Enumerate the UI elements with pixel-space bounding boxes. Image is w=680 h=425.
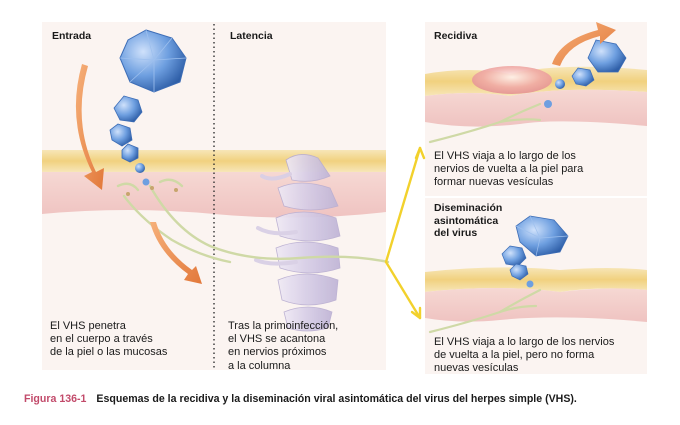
virus-entrada	[109, 29, 187, 186]
text-entrada: El VHS penetra en el cuerpo a través de …	[50, 320, 167, 360]
title-recidiva: Recidiva	[434, 30, 478, 42]
spinal-column	[254, 154, 341, 332]
text-recidiva-line-2: nervios de vuelta a la piel para	[434, 163, 584, 176]
text-diseminacion-line-1: El VHS viaja a lo largo de los nervios	[434, 336, 615, 348]
virus-diseminacion	[501, 215, 569, 288]
text-diseminacion-line-3: nuevas vesículas	[434, 362, 519, 375]
text-diseminacion: El VHS viaja a lo largo de los nervios d…	[434, 336, 614, 376]
text-recidiva-line-3: formar nuevas vesículas	[434, 176, 554, 189]
caption-text: Esquemas de la recidiva y la diseminació…	[96, 393, 577, 405]
nerve-fibers-left	[116, 178, 390, 264]
title-diseminacion: Diseminación asintomática del virus	[434, 202, 502, 240]
nerve-dots-left	[126, 186, 178, 196]
skin-diseminacion	[425, 267, 647, 292]
caption-label: Figura 136-1	[24, 393, 87, 405]
title-diseminacion-line-2: asintomática	[434, 214, 499, 227]
text-recidiva: El VHS viaja a lo largo de los nervios d…	[434, 150, 583, 190]
title-diseminacion-line-3: del virus	[434, 227, 478, 240]
virus-recidiva	[544, 39, 627, 108]
text-latencia-line-3: en nervios próximos	[228, 346, 327, 359]
nerve-diseminacion	[428, 288, 542, 334]
dermis-recidiva	[425, 89, 647, 127]
title-diseminacion-line-1: Diseminación	[434, 202, 503, 214]
text-recidiva-line-1: El VHS viaja a lo largo de los	[434, 150, 576, 162]
nerve-recidiva	[428, 102, 542, 144]
vesicle	[472, 66, 552, 94]
text-latencia-line-4: a la columna	[228, 359, 291, 372]
text-latencia-line-1: Tras la primoinfección,	[228, 320, 339, 332]
arrow-recidiva-up	[552, 22, 616, 66]
text-entrada-line-3: de la piel o las mucosas	[50, 346, 168, 359]
text-diseminacion-line-2: de vuelta a la piel, pero no forma	[434, 349, 595, 362]
yellow-arrows	[384, 146, 426, 320]
text-latencia: Tras la primoinfección, el VHS se acanto…	[228, 320, 338, 373]
figure-caption: Figura 136-1 Esquemas de la recidiva y la…	[24, 393, 664, 405]
text-entrada-line-2: en el cuerpo a través	[50, 333, 153, 346]
title-entrada: Entrada	[52, 30, 92, 42]
arrow-entrada-nerve	[150, 222, 202, 284]
text-latencia-line-2: el VHS se acantona	[228, 333, 326, 346]
title-latencia: Latencia	[230, 30, 273, 42]
arrow-entrada-down	[75, 64, 104, 190]
text-entrada-line-1: El VHS penetra	[50, 320, 126, 332]
